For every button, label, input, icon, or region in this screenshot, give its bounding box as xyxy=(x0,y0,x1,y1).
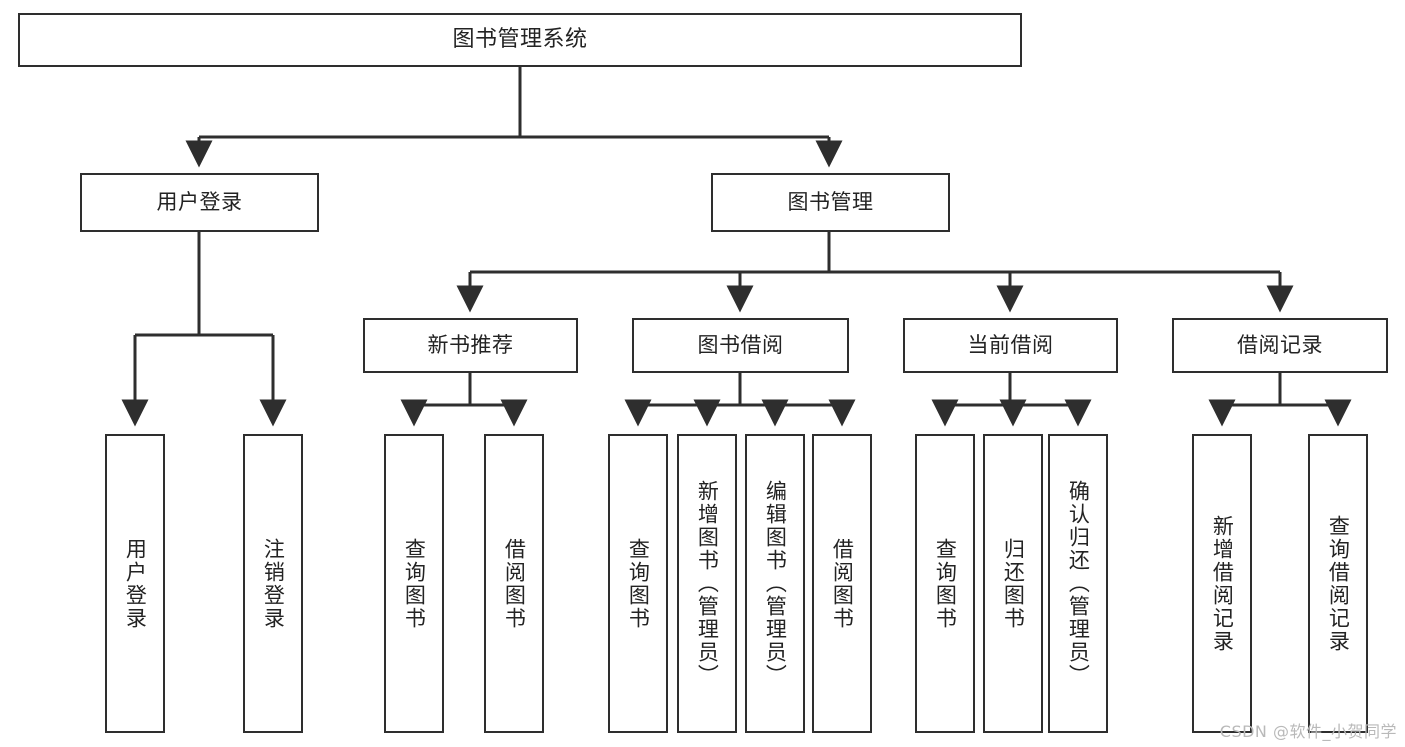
leaf-user-login[interactable]: 用户登录 xyxy=(105,434,165,733)
node-label: 借阅图书 xyxy=(502,537,527,630)
node-current-borrow[interactable]: 当前借阅 xyxy=(903,318,1118,373)
leaf-borrow-borrow-book[interactable]: 借阅图书 xyxy=(812,434,872,733)
leaf-new-books-query-book[interactable]: 查询图书 xyxy=(384,434,444,733)
leaf-borrow-edit-book-admin[interactable]: 编辑图书（管理员） xyxy=(745,434,805,733)
node-label: 确认归还（管理员） xyxy=(1066,480,1091,687)
node-label: 编辑图书（管理员） xyxy=(763,480,788,687)
node-label: 新增借阅记录 xyxy=(1210,514,1235,653)
node-label: 注销登录 xyxy=(261,537,286,630)
node-root-system[interactable]: 图书管理系统 xyxy=(18,13,1022,67)
node-label: 查询图书 xyxy=(626,537,651,630)
node-user-login[interactable]: 用户登录 xyxy=(80,173,319,232)
leaf-logout-login[interactable]: 注销登录 xyxy=(243,434,303,733)
node-borrow-records[interactable]: 借阅记录 xyxy=(1172,318,1388,373)
leaf-records-query-record[interactable]: 查询借阅记录 xyxy=(1308,434,1368,733)
node-label: 归还图书 xyxy=(1001,537,1026,630)
node-label: 图书借阅 xyxy=(697,332,784,357)
leaf-new-books-borrow-book[interactable]: 借阅图书 xyxy=(484,434,544,733)
node-label: 查询图书 xyxy=(402,537,427,630)
node-label: 查询图书 xyxy=(933,537,958,630)
node-label: 用户登录 xyxy=(156,189,243,214)
node-label: 当前借阅 xyxy=(967,332,1054,357)
leaf-borrow-add-book-admin[interactable]: 新增图书（管理员） xyxy=(677,434,737,733)
leaf-current-return-book[interactable]: 归还图书 xyxy=(983,434,1043,733)
node-label: 借阅图书 xyxy=(830,537,855,630)
node-label: 借阅记录 xyxy=(1237,332,1323,357)
node-book-borrow[interactable]: 图书借阅 xyxy=(632,318,849,373)
node-label: 图书管理系统 xyxy=(452,26,588,52)
node-new-book-recommend[interactable]: 新书推荐 xyxy=(363,318,578,373)
node-label: 查询借阅记录 xyxy=(1326,514,1351,653)
node-label: 图书管理 xyxy=(787,189,874,214)
node-label: 用户登录 xyxy=(123,537,148,630)
node-label: 新书推荐 xyxy=(427,332,514,357)
csdn-watermark: CSDN @软件_小贺同学 xyxy=(1219,722,1397,741)
leaf-current-query-book[interactable]: 查询图书 xyxy=(915,434,975,733)
leaf-records-add-record[interactable]: 新增借阅记录 xyxy=(1192,434,1252,733)
leaf-current-confirm-return-admin[interactable]: 确认归还（管理员） xyxy=(1048,434,1108,733)
node-book-management[interactable]: 图书管理 xyxy=(711,173,950,232)
leaf-borrow-query-book[interactable]: 查询图书 xyxy=(608,434,668,733)
node-label: 新增图书（管理员） xyxy=(695,480,720,687)
